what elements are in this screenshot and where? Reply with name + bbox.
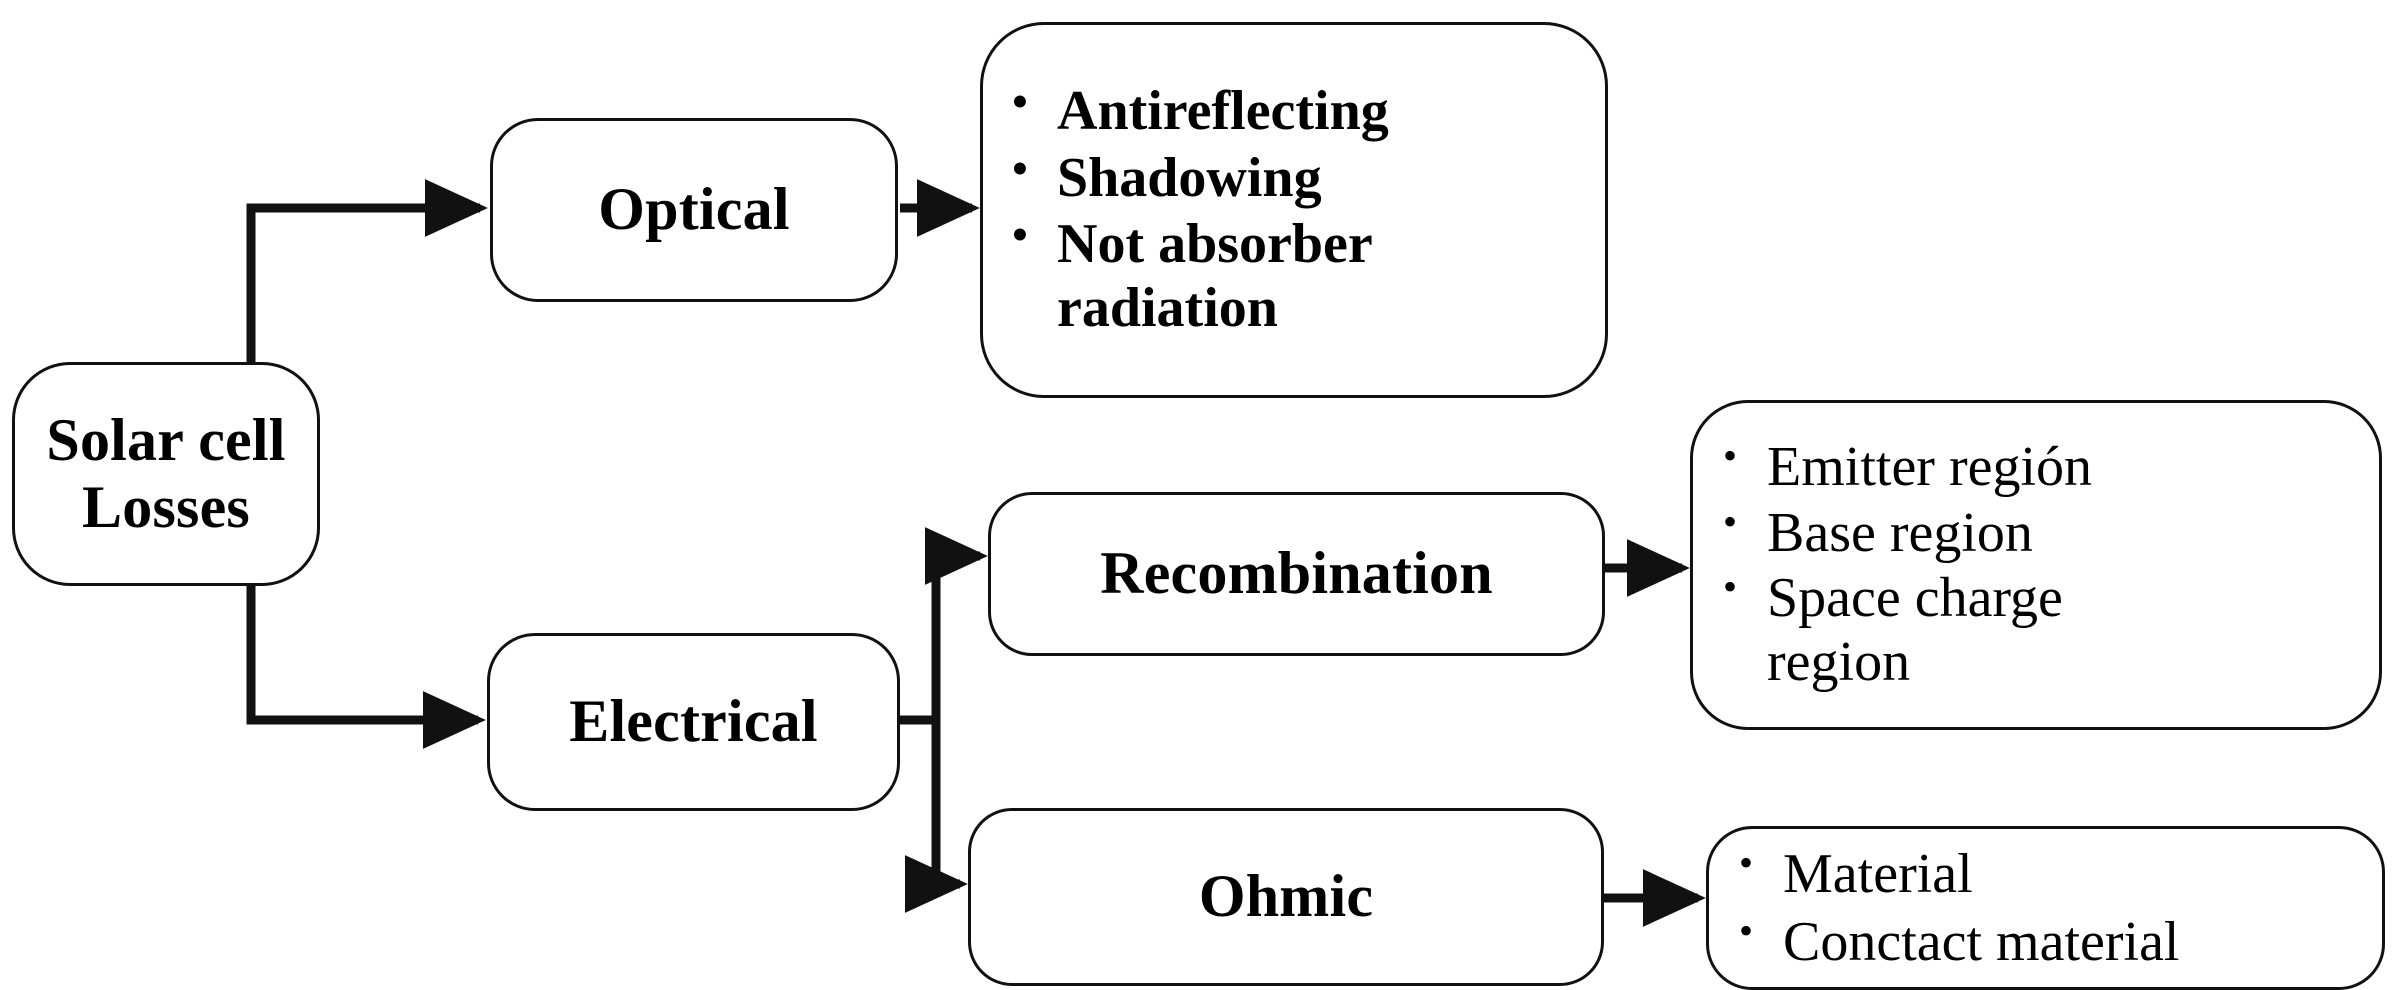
list-item-label: Space charge region [1767, 567, 2063, 694]
node-recombination-regions-list[interactable]: • Emitter región • Base region • Space c… [1690, 400, 2382, 730]
list-item: • Material [1709, 842, 2376, 906]
node-recombination[interactable]: Recombination [988, 492, 1605, 656]
bullet-icon: • [1738, 840, 1753, 886]
bullet-icon: • [1738, 907, 1753, 953]
bullet-icon: • [1722, 498, 1737, 544]
bullet-icon: • [1722, 433, 1737, 479]
ohmic-losses-items: • Material • Conctact material [1709, 839, 2376, 977]
list-item: • Not absorber radiation [983, 210, 1597, 341]
edge-root-to-optical [246, 179, 488, 364]
node-solar-cell-losses[interactable]: Solar cell Losses [12, 362, 320, 586]
list-item-label: Emitter región [1767, 436, 2093, 499]
list-item-label: Not absorber radiation [1057, 213, 1373, 340]
node-solar-cell-losses-label: Solar cell Losses [46, 406, 286, 540]
node-electrical[interactable]: Electrical [487, 633, 900, 811]
bullet-icon: • [1012, 77, 1028, 127]
node-ohmic[interactable]: Ohmic [968, 808, 1604, 986]
node-optical-losses-list[interactable]: • Antireflecting • Shadowing • Not absor… [980, 22, 1608, 398]
list-item: • Space charge region [1693, 566, 2371, 695]
bullet-icon: • [1012, 210, 1028, 259]
node-ohmic-label: Ohmic [1198, 863, 1374, 930]
node-optical[interactable]: Optical [490, 118, 898, 302]
list-item: • Shadowing [983, 143, 1597, 210]
list-item: • Base region [1693, 498, 2371, 565]
edge-electrical-split-bus [900, 556, 941, 884]
list-item: • Antireflecting [983, 79, 1597, 143]
node-electrical-label: Electrical [569, 688, 818, 755]
recombination-region-items: • Emitter región • Base region • Space c… [1693, 434, 2371, 696]
bullet-icon: • [1012, 143, 1028, 193]
list-item-label: Base region [1767, 501, 2033, 564]
node-ohmic-losses-list[interactable]: • Material • Conctact material [1706, 826, 2385, 990]
bullet-icon: • [1722, 564, 1737, 609]
list-item: • Emitter región [1693, 435, 2371, 499]
node-recombination-label: Recombination [1100, 540, 1493, 607]
list-item-label: Material [1783, 843, 1973, 906]
list-item: • Conctact material [1709, 907, 2376, 974]
list-item-label: Conctact material [1783, 910, 2180, 973]
edge-root-to-electrical [246, 584, 486, 749]
optical-losses-items: • Antireflecting • Shadowing • Not absor… [983, 77, 1597, 343]
list-item-label: Antireflecting [1057, 80, 1389, 143]
node-optical-label: Optical [598, 176, 790, 243]
list-item-label: Shadowing [1057, 146, 1322, 209]
